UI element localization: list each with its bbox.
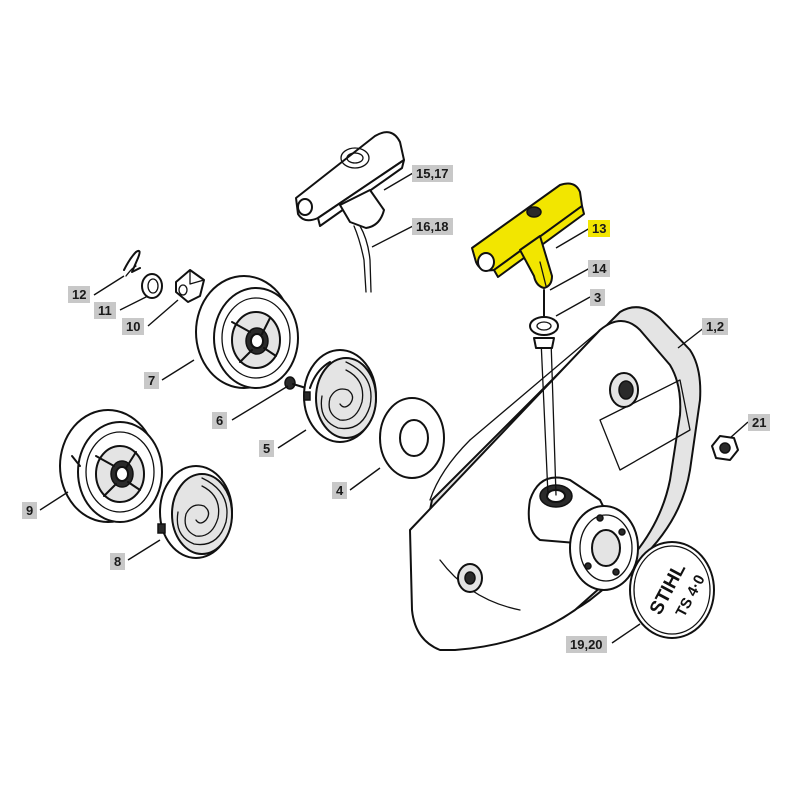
callout-3[interactable]: 3 xyxy=(590,289,606,306)
callout-12[interactable]: 12 xyxy=(68,286,91,303)
callout-15-17[interactable]: 15,17 xyxy=(412,165,453,182)
rope-rotor-7[interactable] xyxy=(195,275,299,389)
callout-8[interactable]: 8 xyxy=(110,553,126,570)
callout-7[interactable]: 7 xyxy=(144,372,160,389)
callout-4[interactable]: 4 xyxy=(332,482,348,499)
starter-housing[interactable] xyxy=(409,306,702,651)
callout-16-18[interactable]: 16,18 xyxy=(412,218,453,235)
starter-grip-13[interactable] xyxy=(471,182,585,289)
pawl-10[interactable] xyxy=(175,269,205,303)
rope-rotor-9[interactable] xyxy=(59,409,163,523)
callout-13[interactable]: 13 xyxy=(588,220,611,237)
callout-10[interactable]: 10 xyxy=(122,318,145,335)
callout-1-2[interactable]: 1,2 xyxy=(702,318,729,335)
rope-guide-bush-3[interactable] xyxy=(529,316,559,349)
callout-6[interactable]: 6 xyxy=(212,412,228,429)
nut-21[interactable] xyxy=(711,435,739,461)
rewind-spring-5[interactable] xyxy=(303,349,377,443)
callout-21[interactable]: 21 xyxy=(748,414,771,431)
callout-11[interactable]: 11 xyxy=(94,302,116,319)
leader-lines xyxy=(39,172,749,644)
washer-4[interactable] xyxy=(379,397,445,479)
washer-11[interactable] xyxy=(141,273,163,299)
screw-6[interactable] xyxy=(284,376,307,390)
rewind-spring-8[interactable] xyxy=(157,465,233,559)
starter-rope-16-18[interactable] xyxy=(353,225,372,293)
callout-14[interactable]: 14 xyxy=(588,260,611,277)
callout-5[interactable]: 5 xyxy=(259,440,275,457)
callout-9[interactable]: 9 xyxy=(22,502,38,519)
logo-plate-19-20[interactable]: STIHL TS 4·0 xyxy=(629,541,715,639)
callout-19-20[interactable]: 19,20 xyxy=(566,636,607,653)
spring-clip-12[interactable] xyxy=(123,249,141,277)
starter-grip-15-17[interactable] xyxy=(295,131,405,229)
